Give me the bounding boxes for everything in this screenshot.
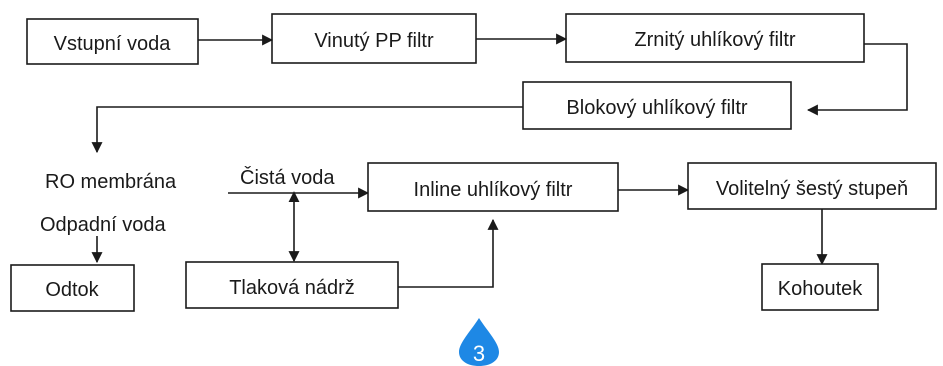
label-cista-voda: Čistá voda xyxy=(240,166,335,189)
water-drop-icon xyxy=(459,318,499,366)
arrow-zrnity-to-blokovy xyxy=(806,43,908,116)
node-vstupni-voda: Vstupní voda xyxy=(26,18,199,65)
node-kohoutek: Kohoutek xyxy=(761,263,879,311)
label-ro-membrana: RO membrána xyxy=(45,171,177,193)
node-tlakova-nadrz: Tlaková nádrž xyxy=(185,261,399,309)
label-kohoutek: Kohoutek xyxy=(778,278,864,300)
node-volitelny-sesty-stupen: Volitelný šestý stupeň xyxy=(687,162,937,210)
node-inline-uhlikovy-filtr: Inline uhlíkový filtr xyxy=(367,162,619,212)
label-zrnity-uhlikovy-filtr: Zrnitý uhlíkový filtr xyxy=(634,29,795,51)
node-blokovy-uhlikovy-filtr: Blokový uhlíkový filtr xyxy=(522,81,792,130)
node-odtok: Odtok xyxy=(10,264,135,312)
label-odpadni-voda: Odpadní voda xyxy=(40,214,167,236)
node-vinuty-pp-filtr: Vinutý PP filtr xyxy=(271,13,477,64)
step-badge: 3 xyxy=(459,318,499,366)
arrow-blokovy-to-ro xyxy=(91,106,523,154)
label-vinuty-pp-filtr: Vinutý PP filtr xyxy=(314,30,434,52)
label-vstupni-voda: Vstupní voda xyxy=(54,33,172,55)
node-zrnity-uhlikovy-filtr: Zrnitý uhlíkový filtr xyxy=(565,13,865,63)
arrow-tank-to-inline xyxy=(398,218,499,288)
label-blokovy-uhlikovy-filtr: Blokový uhlíkový filtr xyxy=(566,97,748,119)
label-tlakova-nadrz: Tlaková nádrž xyxy=(229,277,355,299)
label-volitelny-sesty-stupen: Volitelný šestý stupeň xyxy=(716,178,908,200)
label-odtok: Odtok xyxy=(45,279,99,301)
badge-number: 3 xyxy=(473,341,485,366)
label-inline-uhlikovy-filtr: Inline uhlíkový filtr xyxy=(414,179,573,201)
